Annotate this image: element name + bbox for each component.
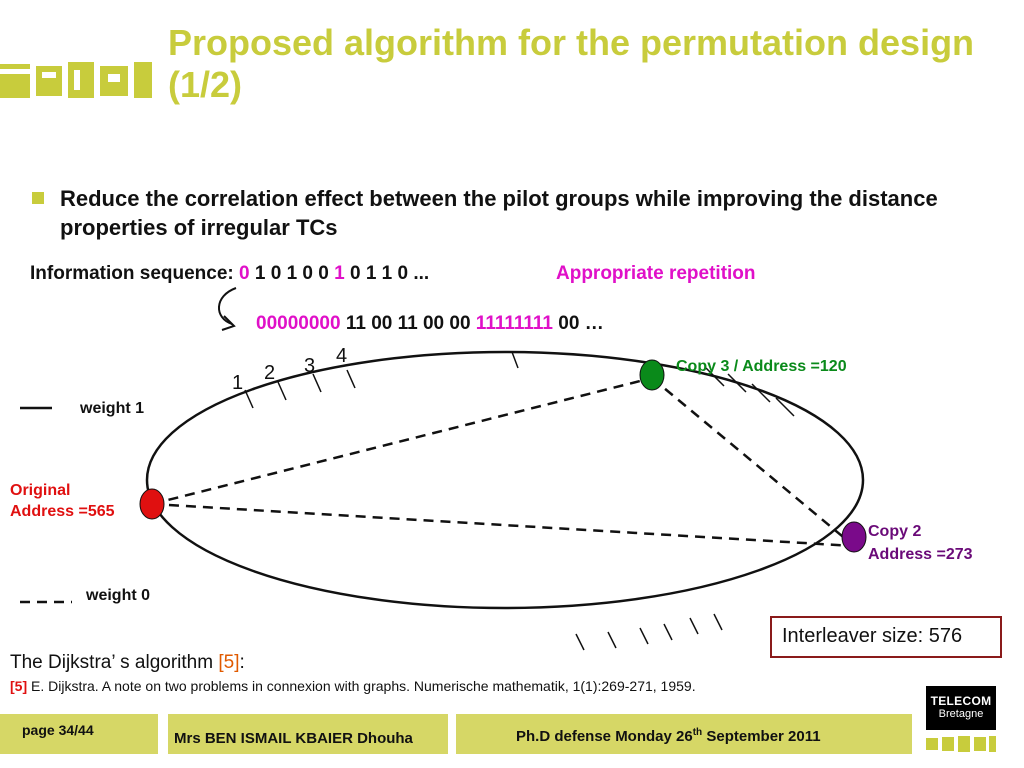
footer-defense-date: Ph.D defense Monday 26th September 2011: [456, 714, 912, 754]
info-seq-part-4: 0 1 1 0 ...: [349, 263, 430, 284]
interleaver-size-box: Interleaver size: 576: [770, 616, 1002, 658]
reference-entry: [5] E. Dijkstra. A note on two problems …: [10, 678, 696, 694]
reference-text: E. Dijkstra. A note on two problems in c…: [31, 678, 696, 694]
curved-arrow-icon: [218, 287, 237, 325]
repeated-sequence: 00000000 11 00 11 00 00 11111111 00 …: [256, 313, 604, 335]
original-name: Original: [10, 482, 71, 499]
info-seq-part-2: 1 0 1 0 0: [254, 263, 329, 284]
defense-date-pre: Ph.D defense Monday 26: [516, 728, 693, 745]
dijkstra-colon: :: [239, 652, 245, 673]
information-sequence: Information sequence: 0 1 0 1 0 0 1 0 1 …: [30, 263, 429, 285]
weight-1-label: weight 1: [80, 400, 145, 417]
telecom-bretagne-logo: TELECOM Bretagne: [926, 686, 996, 730]
defense-date-sup: th: [692, 727, 703, 738]
original-node: [139, 488, 165, 520]
position-label-1: 1: [232, 372, 244, 394]
copy2-name: Copy 2: [868, 523, 922, 540]
logo-line-2: Bretagne: [938, 708, 984, 720]
defense-date-post: September 2011: [706, 728, 821, 745]
interleaver-ellipse: [145, 350, 865, 610]
bullet-text: Reduce the correlation effect between th…: [60, 186, 938, 240]
dijkstra-label: The Dijkstra’ s algorithm: [10, 652, 214, 673]
arrow-head: [221, 315, 236, 331]
copy3-label: Copy 3 / Address =120: [676, 358, 847, 375]
footer-author: Mrs BEN ISMAIL KBAIER Dhouha: [168, 714, 448, 754]
repeat-seq-highlight-1: 00000000: [256, 313, 341, 334]
repeat-seq-part-2: 11 00 11 00 00: [345, 313, 471, 334]
dijkstra-line: The Dijkstra’ s algorithm [5]:: [10, 652, 245, 674]
position-label-3: 3: [304, 355, 316, 377]
reference-tag: [5]: [10, 678, 28, 694]
appropriate-repetition-label: Appropriate repetition: [556, 263, 756, 284]
weight-0-edges: [151, 376, 855, 548]
copy2-label: Copy 2 Address =273: [868, 520, 973, 566]
copy3-node: [639, 359, 665, 391]
square-bullet-icon: [32, 192, 44, 204]
copy2-node: [841, 521, 867, 553]
info-seq-highlight-2: 1: [334, 263, 345, 284]
original-label: Original Address =565: [10, 480, 115, 522]
position-label-4: 4: [336, 345, 348, 367]
bullet-point: Reduce the correlation effect between th…: [32, 184, 972, 242]
tick-marks: [244, 351, 795, 651]
info-seq-highlight-1: 0: [239, 263, 250, 284]
footer-page-number: page 34/44: [0, 714, 158, 754]
school-logo-small-icon: [926, 736, 996, 752]
repeat-seq-highlight-2: 11111111: [475, 313, 553, 334]
repeat-seq-part-4: 00 …: [558, 313, 604, 334]
slide-title: Proposed algorithm for the permutation d…: [168, 22, 975, 105]
weight-0-label: weight 0: [86, 587, 151, 604]
original-address: Address =565: [10, 503, 115, 520]
dijkstra-ref-link[interactable]: [5]: [218, 652, 240, 673]
copy2-address: Address =273: [868, 546, 973, 563]
school-logo-icon: [0, 62, 152, 98]
info-label: Information sequence:: [30, 263, 234, 284]
logo-line-1: TELECOM: [930, 694, 992, 708]
position-label-2: 2: [264, 362, 276, 384]
